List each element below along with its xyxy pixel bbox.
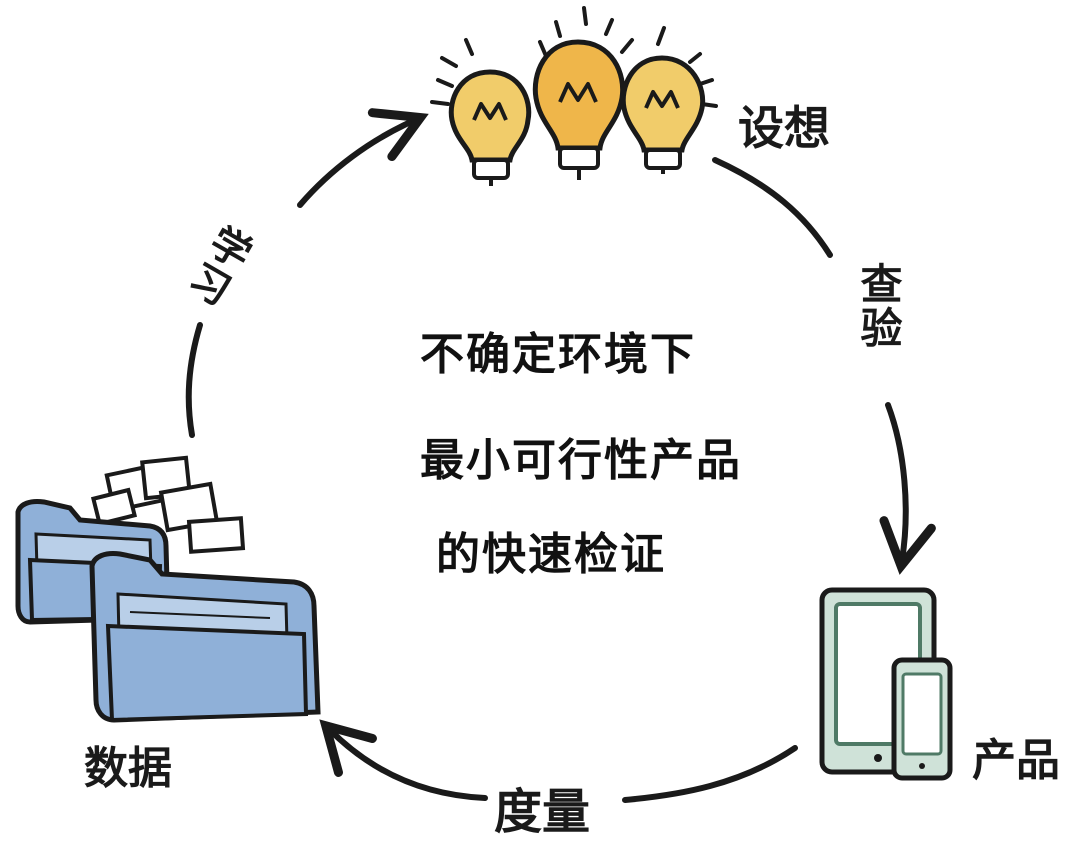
lightbulb-icon xyxy=(448,69,532,186)
devices-group xyxy=(819,587,953,781)
paper-icon xyxy=(90,455,246,554)
label-data: 数据 xyxy=(84,743,172,794)
folder-icon xyxy=(89,551,321,723)
folders-group xyxy=(15,455,321,723)
lightbulb-icon xyxy=(620,55,706,174)
arrow-measure-right xyxy=(622,745,798,803)
lightbulb-icon xyxy=(532,39,626,180)
arrow-learn-lower xyxy=(185,322,203,438)
arrow-measure-left xyxy=(319,719,488,801)
phone-icon xyxy=(891,657,953,781)
lightbulbs-group xyxy=(430,6,718,186)
arrow-check-upper xyxy=(712,157,833,258)
center-text-line2: 最小可行性产品 xyxy=(420,435,742,486)
arrow-learn-upper xyxy=(297,108,429,208)
center-text-line1: 不确定环境下 xyxy=(420,329,696,380)
label-idea: 设想 xyxy=(738,101,830,155)
label-check: 查验 xyxy=(854,262,903,350)
arrow-check-lower xyxy=(879,402,936,575)
label-product: 产品 xyxy=(972,735,1060,786)
label-measure: 度量 xyxy=(494,784,591,840)
center-text-line3: 的快速检证 xyxy=(436,529,666,580)
